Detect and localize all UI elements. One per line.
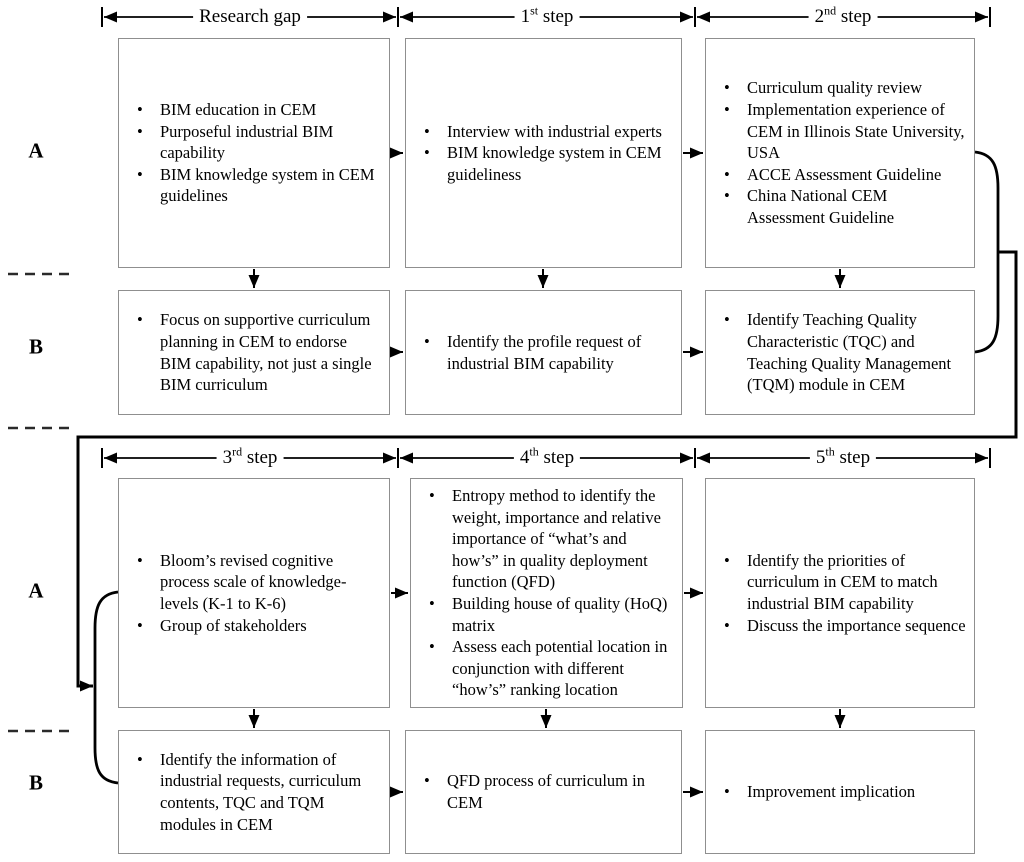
header-text: 2 bbox=[814, 6, 825, 27]
bullet-item: Curriculum quality review bbox=[720, 77, 966, 99]
header-superscript: th bbox=[529, 444, 539, 459]
header-text: 1 bbox=[520, 6, 531, 27]
bullet-item: Interview with industrial experts bbox=[420, 121, 673, 143]
row-label-b-bottom: B bbox=[28, 770, 44, 795]
header-step-3: 3rd step bbox=[216, 444, 284, 469]
bullet-item: Group of stakeholders bbox=[133, 615, 381, 637]
header-step-2: 2nd step bbox=[808, 3, 878, 28]
header-text: 3 bbox=[222, 447, 233, 468]
header-superscript: st bbox=[530, 3, 539, 18]
left-bracket-connector bbox=[93, 590, 119, 785]
header-step-5: 5th step bbox=[809, 444, 877, 469]
bullet-list: Bloom’s revised cognitive process scale … bbox=[133, 550, 381, 636]
header-text: step bbox=[538, 447, 575, 468]
bullet-list: Entropy method to identify the weight, i… bbox=[425, 485, 674, 701]
header-superscript: nd bbox=[824, 3, 837, 18]
header-text: step bbox=[836, 6, 872, 27]
bullet-item: BIM knowledge system in CEM guideliness bbox=[420, 142, 673, 185]
bullet-list: Identify the priorities of curriculum in… bbox=[720, 550, 966, 636]
bullet-item: ACCE Assessment Guideline bbox=[720, 164, 966, 186]
bullet-list: Identify the profile request of industri… bbox=[420, 331, 673, 374]
box-step3-a: Bloom’s revised cognitive process scale … bbox=[118, 478, 390, 708]
header-research-gap: Research gap bbox=[193, 6, 307, 28]
row-label-a-top: A bbox=[28, 138, 44, 163]
bullet-list: Improvement implication bbox=[720, 781, 966, 803]
box-step5-b: Improvement implication bbox=[705, 730, 975, 854]
bullet-item: BIM knowledge system in CEM guidelines bbox=[133, 164, 381, 207]
bullet-item: Assess each potential location in conjun… bbox=[425, 636, 674, 701]
header-step-4: 4th step bbox=[513, 444, 581, 469]
header-text: step bbox=[538, 6, 574, 27]
bullet-item: Identify the information of industrial r… bbox=[133, 749, 381, 835]
bullet-item: BIM education in CEM bbox=[133, 99, 381, 121]
header-text: step bbox=[834, 447, 871, 468]
bullet-item: Focus on supportive curriculum planning … bbox=[133, 309, 381, 395]
box-step4-b: QFD process of curriculum in CEM bbox=[405, 730, 682, 854]
bullet-list: Interview with industrial expertsBIM kno… bbox=[420, 121, 673, 186]
box-step1-a: Interview with industrial expertsBIM kno… bbox=[405, 38, 682, 268]
header-step-1: 1st step bbox=[514, 3, 580, 28]
bullet-item: China National CEM Assessment Guideline bbox=[720, 185, 966, 228]
bullet-list: Focus on supportive curriculum planning … bbox=[133, 309, 381, 395]
header-superscript: rd bbox=[232, 444, 243, 459]
bullet-item: Identify Teaching Quality Characteristic… bbox=[720, 309, 966, 395]
box-research-gap-a: BIM education in CEMPurposeful industria… bbox=[118, 38, 390, 268]
bullet-item: Implementation experience of CEM in Illi… bbox=[720, 99, 966, 164]
bullet-item: Building house of quality (HoQ) matrix bbox=[425, 593, 674, 636]
box-step2-b: Identify Teaching Quality Characteristic… bbox=[705, 290, 975, 415]
bullet-item: QFD process of curriculum in CEM bbox=[420, 770, 673, 813]
bullet-list: Curriculum quality reviewImplementation … bbox=[720, 77, 966, 228]
box-step3-b: Identify the information of industrial r… bbox=[118, 730, 390, 854]
box-research-gap-b: Focus on supportive curriculum planning … bbox=[118, 290, 390, 415]
bullet-item: Identify the profile request of industri… bbox=[420, 331, 673, 374]
bullet-list: Identify Teaching Quality Characteristic… bbox=[720, 309, 966, 395]
header-text: 5 bbox=[815, 447, 826, 468]
right-bracket-connector bbox=[974, 150, 1000, 354]
bullet-item: Bloom’s revised cognitive process scale … bbox=[133, 550, 381, 615]
row-label-a-bottom: A bbox=[28, 578, 44, 603]
row-label-b-top: B bbox=[28, 334, 44, 359]
header-text: step bbox=[242, 447, 278, 468]
bullet-item: Purposeful industrial BIM capability bbox=[133, 121, 381, 164]
box-step1-b: Identify the profile request of industri… bbox=[405, 290, 682, 415]
box-step5-a: Identify the priorities of curriculum in… bbox=[705, 478, 975, 708]
bullet-list: BIM education in CEMPurposeful industria… bbox=[133, 99, 381, 207]
bullet-item: Entropy method to identify the weight, i… bbox=[425, 485, 674, 593]
bullet-item: Improvement implication bbox=[720, 781, 966, 803]
bullet-item: Identify the priorities of curriculum in… bbox=[720, 550, 966, 615]
bullet-list: QFD process of curriculum in CEM bbox=[420, 770, 673, 813]
box-step4-a: Entropy method to identify the weight, i… bbox=[410, 478, 683, 708]
header-text: Research gap bbox=[199, 6, 301, 27]
box-step2-a: Curriculum quality reviewImplementation … bbox=[705, 38, 975, 268]
header-text: 4 bbox=[519, 447, 530, 468]
bullet-item: Discuss the importance sequence bbox=[720, 615, 966, 637]
bullet-list: Identify the information of industrial r… bbox=[133, 749, 381, 835]
header-superscript: th bbox=[825, 444, 835, 459]
